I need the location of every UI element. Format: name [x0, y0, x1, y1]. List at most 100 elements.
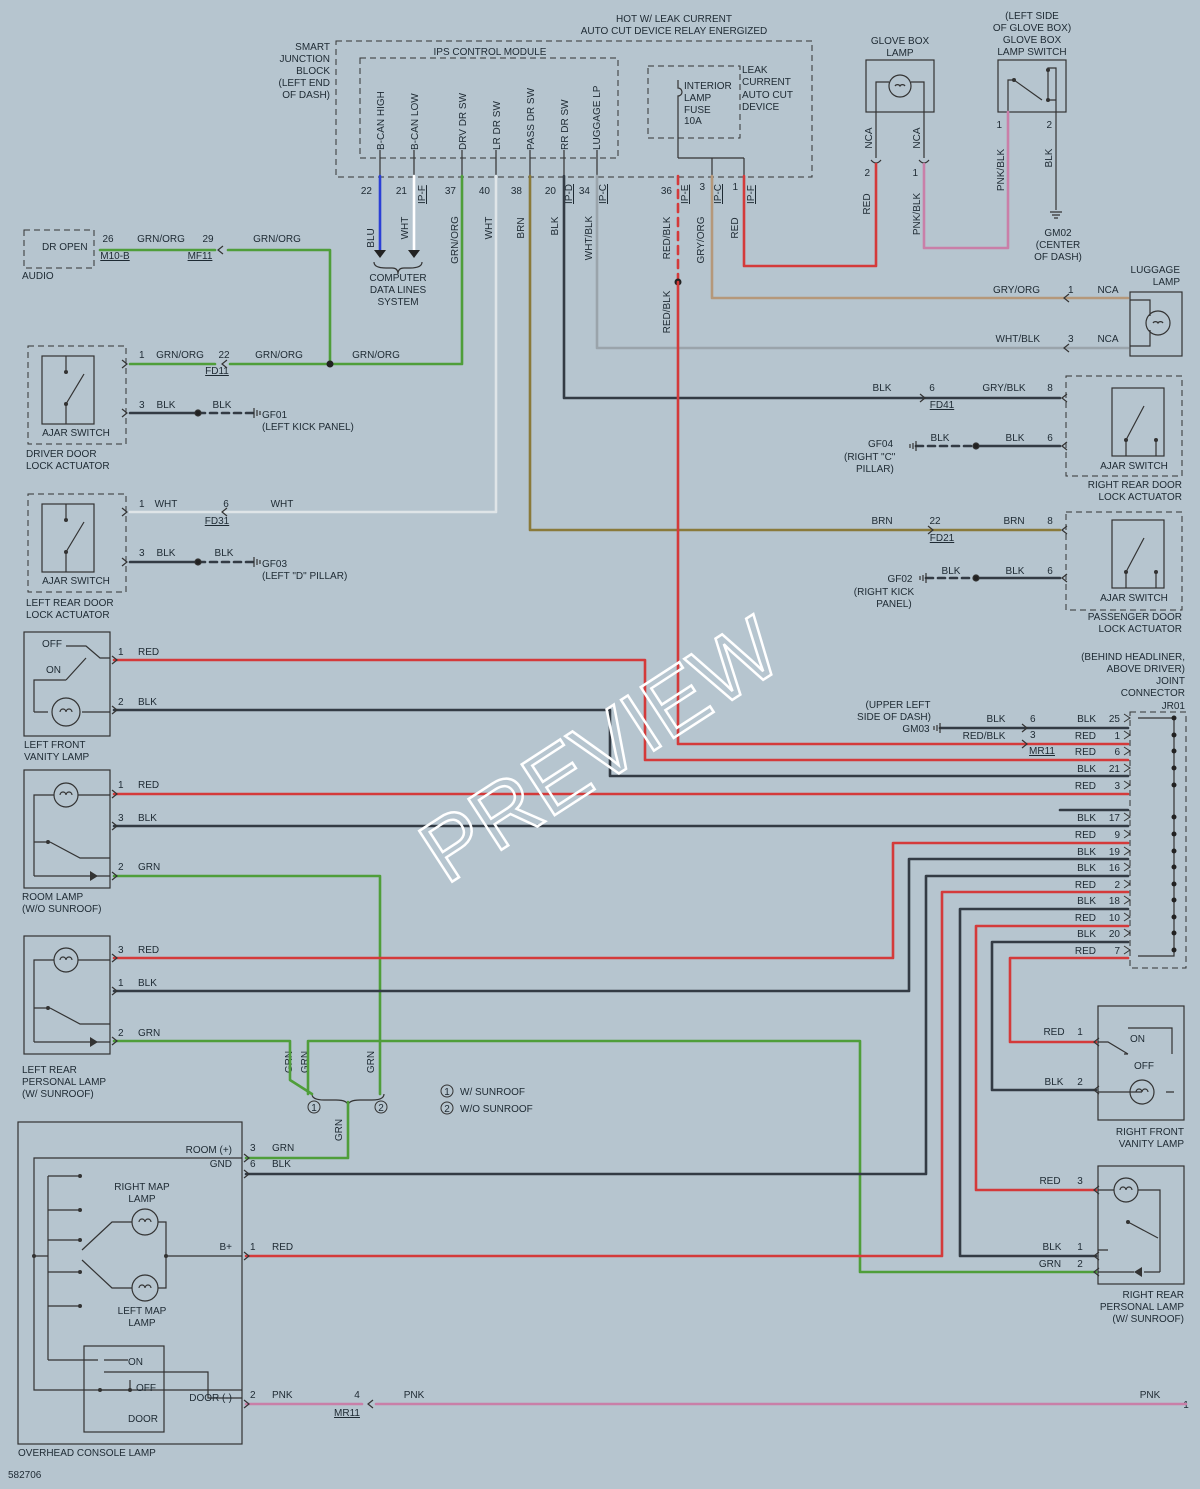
- svg-text:LAMP: LAMP: [128, 1318, 156, 1329]
- svg-text:3: 3: [1068, 334, 1074, 345]
- svg-text:BLK: BLK: [931, 433, 950, 444]
- svg-text:GLOVE BOX: GLOVE BOX: [871, 36, 930, 47]
- svg-text:JOINT: JOINT: [1156, 676, 1185, 687]
- svg-text:GRN: GRN: [334, 1119, 345, 1141]
- svg-text:LOCK ACTUATOR: LOCK ACTUATOR: [26, 461, 110, 472]
- svg-text:3: 3: [250, 1143, 256, 1154]
- svg-text:GF04: GF04: [868, 439, 893, 450]
- svg-text:GRY/ORG: GRY/ORG: [696, 216, 707, 263]
- joint-pin-wire: RED: [1075, 913, 1096, 924]
- joint-pin-number: 18: [1109, 896, 1121, 907]
- svg-text:6: 6: [1030, 714, 1036, 725]
- svg-text:OFF: OFF: [42, 639, 62, 650]
- joint-pin-terminal: [1123, 763, 1131, 773]
- audio-unit: DR OPEN AUDIO 26 M10-B GRN/ORG 29 MF11 G…: [22, 229, 301, 282]
- svg-text:3: 3: [1030, 730, 1036, 741]
- joint-pin-splice: [1171, 831, 1177, 837]
- joint-pin-number: 6: [1114, 747, 1120, 758]
- svg-text:BLK: BLK: [1044, 148, 1055, 167]
- left-rear-door-lock-actuator: AJAR SWITCH LEFT REAR DOOR LOCK ACTUATOR…: [26, 493, 347, 621]
- svg-text:BLOCK: BLOCK: [296, 66, 330, 77]
- svg-text:LEFT REAR DOOR: LEFT REAR DOOR: [26, 598, 114, 609]
- svg-text:3: 3: [118, 813, 124, 824]
- svg-text:B-CAN LOW: B-CAN LOW: [410, 93, 421, 150]
- svg-text:GRN: GRN: [272, 1143, 294, 1154]
- svg-text:40: 40: [479, 186, 491, 197]
- svg-text:6: 6: [223, 499, 229, 510]
- svg-text:ON: ON: [46, 665, 61, 676]
- joint-pin-wire: BLK: [1077, 929, 1096, 940]
- svg-text:2: 2: [1077, 1259, 1083, 1270]
- svg-text:VANITY LAMP: VANITY LAMP: [1119, 1139, 1185, 1150]
- svg-text:M10-B: M10-B: [100, 251, 130, 262]
- svg-text:RED: RED: [138, 647, 159, 658]
- joint-pin-splice: [1171, 930, 1177, 936]
- legend: 1 W/ SUNROOF 2 W/O SUNROOF: [440, 1084, 533, 1115]
- svg-text:BLK: BLK: [873, 383, 892, 394]
- connector-terminal: [111, 1036, 118, 1046]
- svg-text:RED: RED: [138, 945, 159, 956]
- sjb-wire-labels: BLU WHT GRN/ORG WHT BRN BLK WHT/BLK RED/…: [366, 215, 741, 333]
- connector-terminal: [121, 557, 128, 567]
- svg-text:DEVICE: DEVICE: [742, 102, 780, 113]
- svg-text:GLOVE BOX: GLOVE BOX: [1003, 35, 1062, 46]
- joint-pin-wire: BLK: [1077, 714, 1096, 725]
- joint-pin-wire: RED: [1075, 830, 1096, 841]
- svg-text:6: 6: [1047, 566, 1053, 577]
- svg-text:3: 3: [699, 182, 705, 193]
- overhead-console-lamp: OVERHEAD CONSOLE LAMP RIGHT MAP LAMP LEF…: [17, 1121, 1189, 1459]
- svg-text:PILLAR): PILLAR): [856, 464, 894, 475]
- svg-text:BLK: BLK: [138, 813, 157, 824]
- svg-text:(RIGHT "C": (RIGHT "C": [844, 452, 896, 463]
- svg-text:LAMP: LAMP: [886, 48, 914, 59]
- svg-text:2: 2: [118, 862, 124, 873]
- svg-text:(LEFT "D" PILLAR): (LEFT "D" PILLAR): [262, 571, 347, 582]
- svg-text:W/ SUNROOF: W/ SUNROOF: [460, 1087, 525, 1098]
- svg-text:2: 2: [444, 1104, 450, 1115]
- svg-text:RED: RED: [730, 217, 741, 238]
- svg-text:WHT/BLK: WHT/BLK: [584, 215, 595, 260]
- joint-pin-number: 1: [1114, 731, 1120, 742]
- svg-text:SIDE OF DASH): SIDE OF DASH): [857, 712, 931, 723]
- svg-text:SYSTEM: SYSTEM: [377, 297, 418, 308]
- svg-text:BLK: BLK: [157, 400, 176, 411]
- svg-text:1: 1: [1077, 1027, 1083, 1038]
- svg-text:(W/O SUNROOF): (W/O SUNROOF): [22, 904, 101, 915]
- svg-text:BLK: BLK: [1043, 1242, 1062, 1253]
- svg-text:PASS DR SW: PASS DR SW: [526, 87, 537, 150]
- connector-terminal: [111, 953, 118, 963]
- svg-text:DRV DR SW: DRV DR SW: [458, 92, 469, 150]
- svg-text:PNK/BLK: PNK/BLK: [912, 193, 923, 236]
- svg-text:RED: RED: [862, 193, 873, 214]
- hot-label: HOT W/ LEAK CURRENT: [616, 14, 732, 25]
- svg-text:RED/BLK: RED/BLK: [662, 216, 673, 259]
- connector-terminal: [1063, 343, 1070, 353]
- joint-pin-number: 19: [1109, 847, 1121, 858]
- svg-text:AJAR SWITCH: AJAR SWITCH: [42, 576, 110, 587]
- svg-text:FD31: FD31: [205, 516, 230, 527]
- glove-box-lamp-switch: (LEFT SIDE OF GLOVE BOX) GLOVE BOX LAMP …: [993, 11, 1082, 263]
- svg-text:BRN: BRN: [516, 217, 527, 238]
- joint-pin-splice: [1171, 748, 1177, 754]
- svg-text:LUGGAGE: LUGGAGE: [1131, 265, 1181, 276]
- connector-terminal: [111, 705, 118, 715]
- connector-terminal: [243, 1251, 250, 1261]
- svg-text:GM03: GM03: [902, 724, 930, 735]
- svg-text:BLK: BLK: [138, 978, 157, 989]
- svg-text:BRN: BRN: [871, 516, 892, 527]
- joint-pin-wire: RED: [1075, 731, 1096, 742]
- right-front-vanity-lamp: ON OFF RIGHT FRONT VANITY LAMP RED 1 BLK…: [1043, 1005, 1185, 1150]
- joint-pin-splice: [1171, 848, 1177, 854]
- svg-text:B+: B+: [219, 1242, 232, 1253]
- svg-text:PASSENGER DOOR: PASSENGER DOOR: [1088, 612, 1182, 623]
- left-front-vanity-lamp: OFF ON LEFT FRONT VANITY LAMP 1 RED 2 BL…: [23, 631, 159, 763]
- svg-text:PNK: PNK: [404, 1390, 425, 1401]
- svg-text:VANITY LAMP: VANITY LAMP: [24, 752, 90, 763]
- svg-text:GRN: GRN: [1039, 1259, 1061, 1270]
- svg-text:RIGHT REAR: RIGHT REAR: [1123, 1290, 1185, 1301]
- svg-text:RED: RED: [272, 1242, 293, 1253]
- connector-terminal: [111, 789, 118, 799]
- joint-pin-number: 7: [1114, 946, 1120, 957]
- joint-connector-jr01: (BEHIND HEADLINER, ABOVE DRIVER) JOINT C…: [857, 652, 1187, 969]
